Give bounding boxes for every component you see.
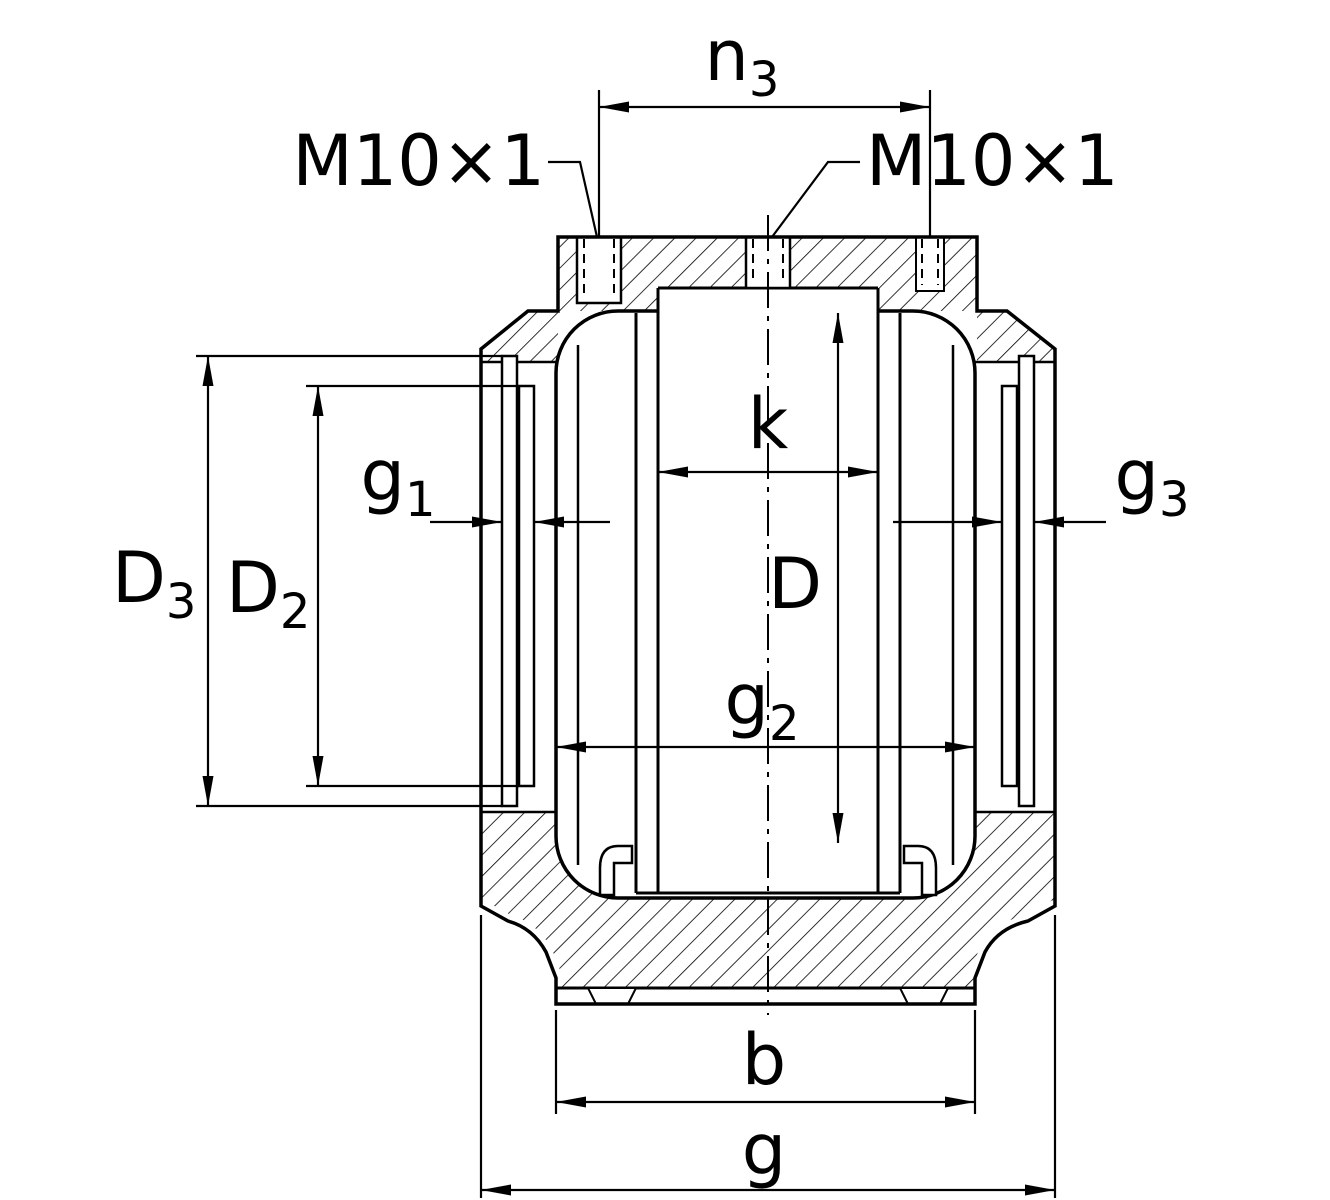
dimension-b bbox=[554, 1010, 977, 1114]
label-g2: g2 bbox=[725, 659, 800, 752]
dimension-n3 bbox=[597, 90, 932, 236]
label-m10-right: M10×1 bbox=[866, 120, 1119, 202]
dimension-labels: n3 M10×1 M10×1 k D g1 g3 D3 D2 g2 b g bbox=[112, 15, 1189, 1191]
left-outer-seal-ring bbox=[500, 354, 519, 808]
dimension-g bbox=[479, 915, 1057, 1198]
right-locking-clip bbox=[902, 844, 938, 897]
left-inner-seal-ring bbox=[517, 384, 536, 788]
seals bbox=[500, 354, 1036, 808]
label-m10-left: M10×1 bbox=[292, 120, 545, 202]
right-inner-seal-ring bbox=[1000, 384, 1019, 788]
label-n3: n3 bbox=[705, 15, 780, 108]
right-shoulder-hatch bbox=[977, 311, 1055, 362]
label-g1: g1 bbox=[361, 435, 436, 528]
label-g: g bbox=[742, 1109, 786, 1191]
housing-outline bbox=[479, 235, 1057, 1006]
dimension-d3 bbox=[196, 354, 502, 808]
left-shoulder-hatch bbox=[481, 311, 558, 362]
right-threaded-hole bbox=[915, 237, 945, 292]
dimension-d2 bbox=[306, 384, 519, 788]
label-g3: g3 bbox=[1115, 435, 1190, 528]
leader-m10-right bbox=[771, 160, 860, 238]
label-k: k bbox=[748, 383, 789, 465]
right-base-slot bbox=[898, 987, 950, 1005]
left-threaded-hole bbox=[575, 237, 623, 305]
right-outer-seal-ring bbox=[1017, 354, 1036, 808]
label-d: D bbox=[768, 543, 822, 625]
label-b: b bbox=[742, 1019, 786, 1101]
label-d2: D2 bbox=[226, 547, 310, 640]
leader-m10-left bbox=[548, 160, 599, 238]
left-base-slot bbox=[586, 987, 638, 1005]
label-d3: D3 bbox=[112, 537, 196, 630]
dimension-lines bbox=[196, 90, 1106, 1198]
left-locking-clip bbox=[598, 844, 634, 897]
base-plate bbox=[554, 986, 977, 1006]
